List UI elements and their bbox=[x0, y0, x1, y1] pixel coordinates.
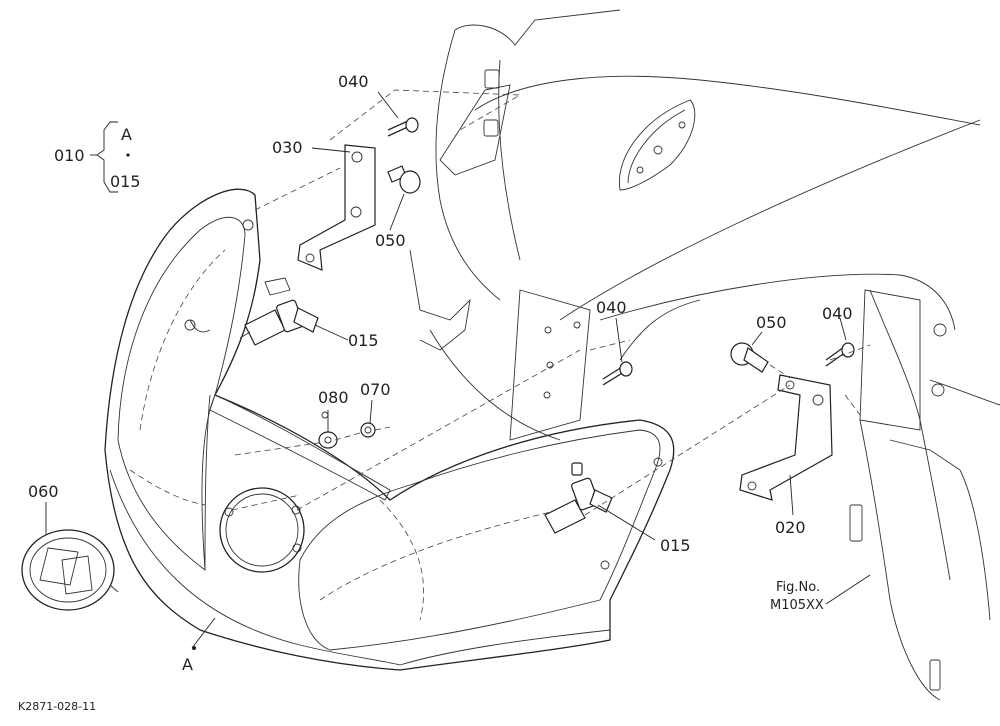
drawing-code: K2871-028-11 bbox=[18, 700, 96, 713]
callout-a: A bbox=[182, 655, 193, 674]
assembly-lines bbox=[231, 89, 871, 516]
callout-040-top: 040 bbox=[338, 72, 369, 91]
right-mount-plate bbox=[849, 289, 961, 691]
bracket-030 bbox=[297, 144, 376, 271]
callout-015-left: 015 bbox=[348, 331, 379, 350]
callout-060: 060 bbox=[28, 482, 59, 501]
front-grille-assembly bbox=[104, 188, 675, 671]
callout-020: 020 bbox=[775, 518, 806, 537]
callout-015-right: 015 bbox=[660, 536, 691, 555]
callout-040-mid: 040 bbox=[596, 298, 627, 317]
callout-080: 080 bbox=[318, 388, 349, 407]
screw-040-right bbox=[825, 342, 855, 367]
screw-040-top bbox=[387, 117, 419, 137]
bolt-050-right bbox=[730, 342, 769, 373]
hood-vent bbox=[618, 99, 696, 191]
bolt-050-top bbox=[387, 165, 421, 194]
screw-040-mid bbox=[602, 361, 633, 386]
bulb-left bbox=[239, 277, 319, 346]
emblem-060 bbox=[21, 529, 119, 611]
callout-040-right: 040 bbox=[822, 304, 853, 323]
inner-panel bbox=[409, 249, 591, 441]
callout-010-015: 015 bbox=[110, 172, 141, 191]
fig-ref-line1: Fig.No. bbox=[776, 580, 820, 595]
callout-070: 070 bbox=[360, 380, 391, 399]
callout-030: 030 bbox=[272, 138, 303, 157]
upper-mount-bracket bbox=[439, 69, 511, 176]
washer-080 bbox=[318, 431, 338, 449]
nut-070 bbox=[360, 422, 376, 438]
fig-reference: Fig.No. M105XX bbox=[770, 580, 824, 613]
fig-ref-line2: M105XX bbox=[770, 598, 824, 613]
callout-010-a: A bbox=[121, 125, 132, 144]
hood-body bbox=[435, 9, 1000, 701]
bulb-right bbox=[544, 462, 613, 534]
leader-lines bbox=[45, 91, 871, 650]
callout-050-right: 050 bbox=[756, 313, 787, 332]
callout-010: 010 bbox=[54, 146, 85, 165]
bracket-020 bbox=[739, 374, 833, 501]
callout-labels: 010 A 015 030 040 050 015 080 070 060 04… bbox=[28, 72, 853, 674]
callout-050-top: 050 bbox=[375, 231, 406, 250]
